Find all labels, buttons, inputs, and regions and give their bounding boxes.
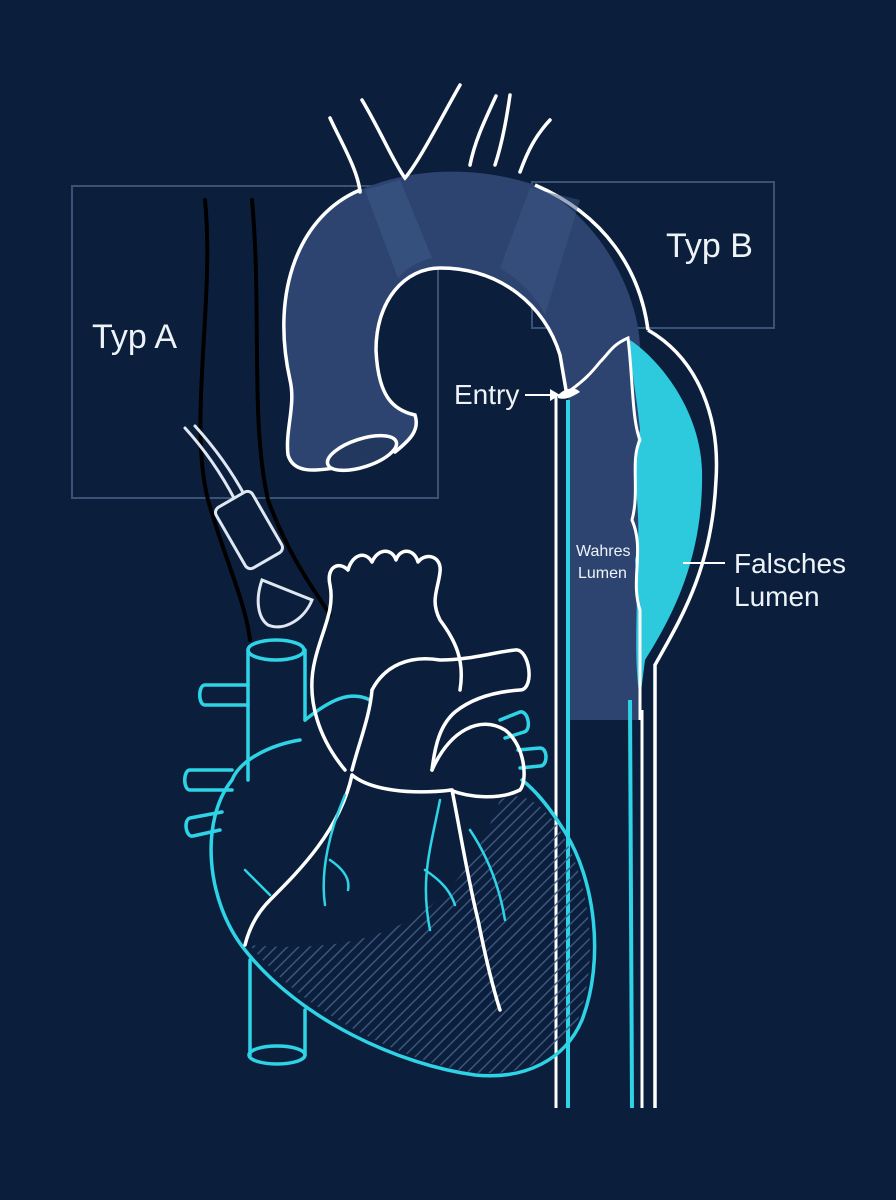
heart-icon: [183, 638, 597, 1078]
wahres-lumen-label-line2: Lumen: [578, 565, 627, 582]
entry-label: Entry: [454, 379, 519, 410]
false-lumen: [630, 340, 703, 700]
aortic-arch-icon: [282, 83, 650, 721]
falsches-lumen-label-line2: Lumen: [734, 581, 820, 612]
descending-aorta: [554, 328, 719, 1109]
coronary-vessels: [243, 793, 507, 932]
aortic-arch-wall: [283, 171, 640, 721]
ultrasound-probe-icon: [183, 198, 332, 642]
entry-arrow: [525, 389, 560, 401]
typ-b-label: Typ B: [666, 227, 753, 265]
falsches-lumen-label-line1: Falsches: [734, 548, 846, 579]
typ-a-label: Typ A: [92, 318, 177, 356]
wahres-lumen-label-line1: Wahres: [576, 543, 631, 560]
